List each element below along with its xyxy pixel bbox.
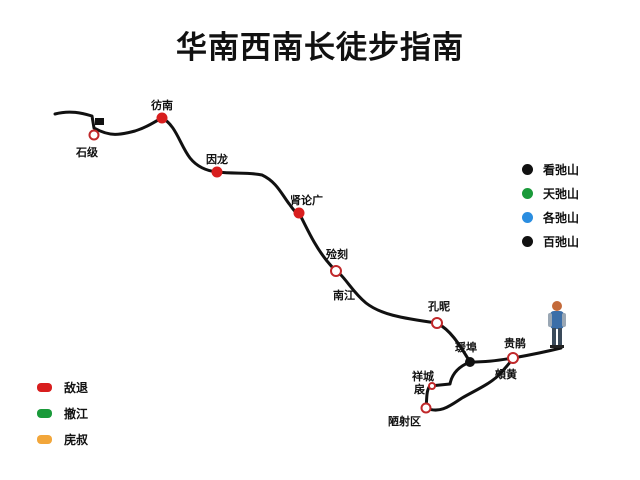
- legend-item: 撤江: [37, 400, 88, 426]
- legend-item: 庑叔: [37, 426, 88, 452]
- legend-item: 看弛山: [522, 157, 579, 181]
- legend-swatch: [522, 163, 533, 175]
- stop-lianshe: [330, 265, 342, 277]
- route-line: [53, 110, 563, 364]
- map-title: 华南西南长徒步指南: [176, 30, 464, 66]
- station-label-guiyang: 贵鹃: [504, 337, 526, 350]
- legend-swatch: [522, 235, 533, 247]
- station-label-liguangguang: 肾论广: [290, 194, 323, 207]
- stop-yinlong: [211, 166, 223, 178]
- station-label-fangnan: 彷南: [151, 99, 173, 112]
- stop-kongchi: [431, 317, 443, 329]
- legend-swatch: [522, 211, 533, 223]
- stop-xiancheng: [428, 382, 436, 390]
- station-label-yinlong: 因龙: [206, 153, 228, 166]
- stop-liguangguang: [293, 207, 305, 219]
- station-label-yuanzhang: 瑗埠: [455, 341, 477, 354]
- legend-item: 天弛山: [522, 181, 579, 205]
- route-loop: [424, 356, 515, 412]
- stop-guiyang: [507, 352, 519, 364]
- stop-yuanzhang: [465, 357, 475, 367]
- station-label-lianshe: 殓刻: [326, 248, 348, 261]
- station-label-nanjiang: 南江: [333, 289, 355, 302]
- stop-shiji: [88, 129, 100, 141]
- legend-item: 各弛山: [522, 205, 579, 229]
- legend-swatch: [37, 382, 52, 392]
- hiker-icon: [548, 301, 566, 348]
- legend-left: 敌退 撤江 庑叔: [37, 374, 88, 452]
- station-label-baoxin: 頰黄: [495, 368, 517, 381]
- legend-swatch: [37, 434, 52, 444]
- legend-swatch: [522, 187, 533, 199]
- station-label-xiancheng: 祥城: [412, 370, 434, 383]
- start-flag-icon: [95, 118, 104, 125]
- station-label-suizhuqu: 陋射区: [388, 415, 421, 428]
- station-label-yi: 扆: [414, 383, 425, 396]
- stop-suizhuqu: [420, 402, 432, 414]
- legend-right: 看弛山 天弛山 各弛山 百弛山: [522, 157, 579, 253]
- station-label-kongchi: 孔昵: [428, 300, 450, 313]
- stop-fangnan: [156, 112, 168, 124]
- legend-item: 敌退: [37, 374, 88, 400]
- legend-swatch: [37, 408, 52, 418]
- legend-item: 百弛山: [522, 229, 579, 253]
- station-label-shiji: 石级: [76, 146, 98, 159]
